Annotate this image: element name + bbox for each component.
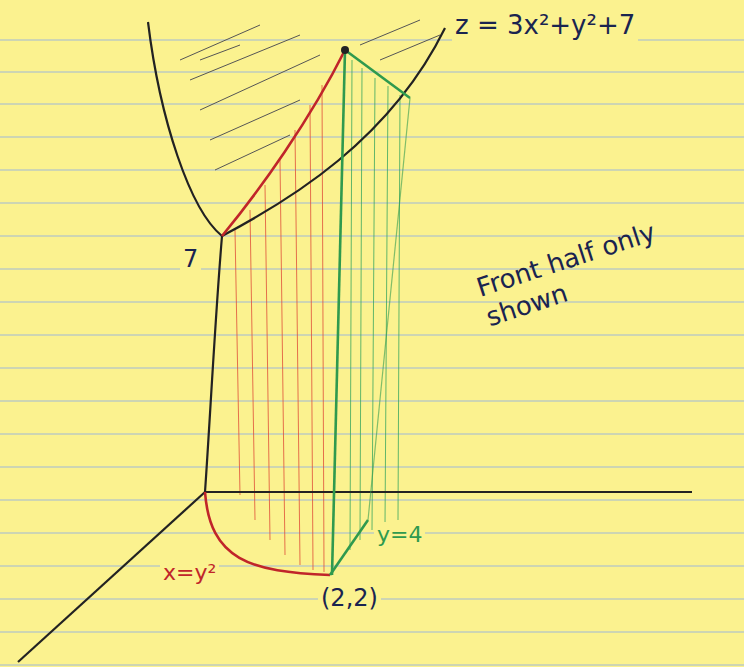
green-edges: [330, 50, 410, 575]
point-label: (2,2): [318, 584, 381, 613]
line-label: y=4: [374, 522, 425, 548]
surface-equation: z = 3x²+y²+7: [452, 10, 638, 41]
curve-label: x=y²: [160, 560, 219, 586]
height-label: 7: [180, 245, 201, 274]
paraboloid: [148, 22, 445, 236]
corner-dot: [341, 46, 349, 54]
ruled-lines: [0, 40, 744, 665]
note: Front half only shown: [470, 214, 676, 334]
green-shading: [350, 60, 400, 550]
red-curve: [205, 50, 345, 575]
